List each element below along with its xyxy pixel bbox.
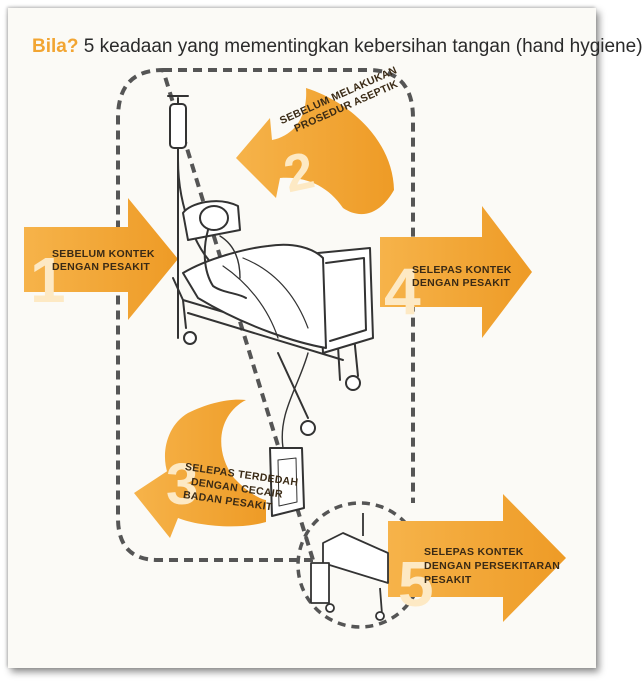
step-4-line-2: DENGAN PESAKIT: [412, 277, 511, 289]
step-1-line-1: SEBELUM KONTEK: [52, 248, 155, 260]
poster-title: Bila? 5 keadaan yang mementingkan kebers…: [32, 36, 643, 58]
arrow-2: [236, 88, 394, 215]
step-5-line-1: SELEPAS KONTEK: [424, 546, 524, 558]
step-5-number: 5: [398, 548, 434, 620]
step-4-label: SELEPAS KONTEK DENGAN PESAKIT: [412, 264, 512, 290]
step-5-line-3: PESAKIT: [424, 574, 472, 586]
step-1-label: SEBELUM KONTEK DENGAN PESAKIT: [52, 248, 155, 274]
title-text: 5 keadaan yang mementingkan kebersihan t…: [78, 36, 643, 57]
step-5-label: SELEPAS KONTEK DENGAN PERSEKITARAN PESAK…: [424, 545, 560, 587]
step-4-number: 4: [384, 254, 421, 328]
illustration: 1 2 3 4 5: [24, 67, 566, 629]
step-1-number: 1: [30, 244, 66, 316]
arrow-1: [24, 198, 178, 320]
poster: Bila? 5 keadaan yang mementingkan kebers…: [8, 8, 643, 668]
environment-bed: [310, 513, 389, 621]
title-lead: Bila?: [32, 36, 79, 57]
arrow-4: [380, 206, 532, 338]
step-5-line-2: DENGAN PERSEKITARAN: [424, 560, 561, 572]
arrow-5: [388, 494, 566, 622]
arrow-3: [134, 399, 266, 538]
step-1-line-2: DENGAN PESAKIT: [52, 261, 151, 273]
hospital-bed-scene: [167, 95, 374, 517]
patient-zone-boundary: [116, 67, 415, 562]
step-3-number: 3: [166, 452, 198, 517]
step-4-line-1: SELEPAS KONTEK: [412, 264, 512, 276]
